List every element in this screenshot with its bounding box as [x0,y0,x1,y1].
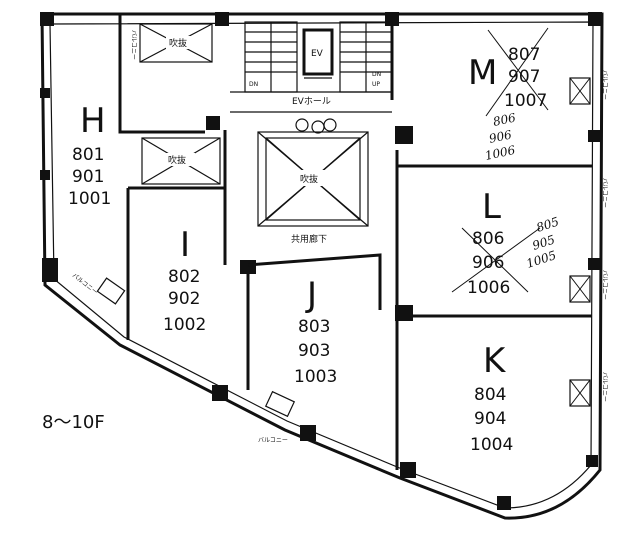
ev-hall-label: EVホール [292,96,331,107]
floor-label: 8〜10F [42,412,105,433]
unit-room-j-3: 1003 [294,367,337,387]
unit-room-l-2: 906 [472,253,504,273]
unit-letter-j: J [305,275,317,315]
unit-room-m-2: 907 [508,67,540,87]
void-mid-left: 吹抜 [141,137,221,185]
stairs-left [244,21,298,93]
hand-l-3: 1005 [525,248,558,271]
unit-h: H 801 901 1001 [68,101,111,209]
unit-room-k-3: 1004 [470,435,513,455]
unit-j: J 803 903 1003 [294,275,337,387]
void-label-1: 吹抜 [169,37,187,49]
ac-unit-icons [96,77,591,418]
stair-dn-right: DN [372,71,381,78]
unit-room-k-1: 804 [474,385,506,405]
stairs-right [339,21,393,93]
unit-room-l-1: 806 [472,229,504,249]
unit-room-j-1: 803 [298,317,330,337]
balcony-label-i: バルコニー [71,272,99,296]
unit-i: I 802 902 1002 [163,225,206,335]
unit-letter-h: H [80,101,106,141]
balcony-label-j: バルコニー [258,437,288,444]
balcony-label-k: バルコニー [601,372,608,402]
unit-letter-k: K [483,341,507,381]
unit-letter-m: M [468,53,497,93]
hand-l-1: 805 [535,214,561,234]
handwritten-l: 805 905 1005 [525,214,561,270]
handwritten-m: 806 906 1006 [484,110,518,163]
elevator-shaft [302,28,334,76]
unit-room-h-1: 801 [72,145,104,165]
unit-letter-i: I [180,225,190,265]
balcony-label-h: バルコニー [130,30,137,60]
hand-m-2: 906 [488,127,514,146]
balcony-label-m: バルコニー [601,70,608,100]
unit-room-h-2: 901 [72,167,104,187]
unit-room-k-2: 904 [474,409,506,429]
stair-dn-left: DN [249,81,258,88]
stair-up-right: UP [372,81,380,88]
atrium-void [257,131,369,227]
balcony-label-l2: バルコニー [601,270,608,300]
building-outline-inner [49,21,594,509]
unit-m: M 807 907 1007 [468,27,549,117]
unit-room-i-2: 902 [168,289,200,309]
unit-room-i-1: 802 [168,267,200,287]
atrium-void-label: 吹抜 [300,173,318,185]
void-top-left: 吹抜 [139,23,213,63]
unit-room-m-3: 1007 [504,91,547,111]
hand-l-2: 905 [531,232,557,252]
building-outline [40,12,604,520]
planter-icons [295,118,337,134]
hand-m-1: 806 [492,110,518,129]
unit-l: L 806 906 1006 [451,187,541,298]
ev-label: EV [311,49,324,59]
unit-letter-l: L [482,187,501,227]
void-label-2: 吹抜 [168,154,186,166]
balcony-label-l: バルコニー [601,178,608,208]
unit-room-h-3: 1001 [68,189,111,209]
unit-room-i-3: 1002 [163,315,206,335]
hand-m-3: 1006 [484,143,517,163]
unit-k: K 804 904 1004 [470,341,513,455]
unit-room-l-3: 1006 [467,278,510,298]
corridor-label: 共用廊下 [291,233,327,245]
unit-room-j-2: 903 [298,341,330,361]
